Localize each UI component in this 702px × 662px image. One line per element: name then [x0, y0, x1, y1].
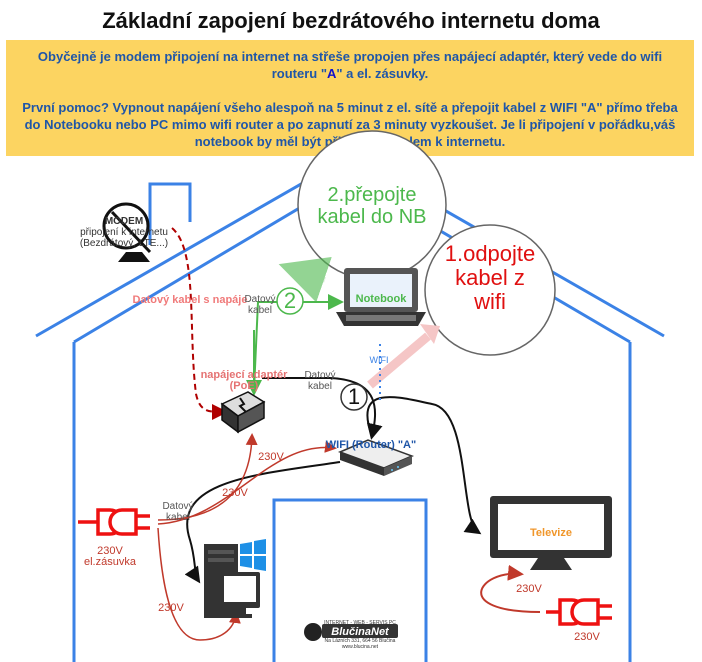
router-tv-cable	[366, 396, 482, 535]
data-cable-label-3: Datový kabel	[162, 501, 194, 523]
page-title: Základní zapojení bezdrátového internetu…	[102, 8, 600, 33]
label-230v-plug-right: 230V	[574, 631, 600, 643]
label-230v-router: 230V	[222, 487, 248, 499]
info-paragraph-1: Obyčejně je modem připojení na internet …	[37, 49, 663, 81]
power-adapter-icon	[220, 391, 266, 434]
power-adapter	[157, 433, 258, 521]
modem-label: MODEM připojení k internetu (Bezdrátový,…	[79, 216, 169, 249]
modem-cable-label: Datový kabel s napáje	[132, 294, 248, 306]
step-1-circle	[340, 383, 368, 411]
bubble-1-text: 1.odpojte kabel z wifi	[444, 241, 536, 315]
data-cable-label-2: Datový kabel	[304, 370, 336, 392]
bubble-2-text: 2.přepojte kabel do NB	[317, 184, 427, 228]
television-icon	[490, 496, 612, 570]
plug-icon-right	[546, 598, 612, 626]
step-2-circle	[276, 287, 304, 315]
bubble-1	[424, 224, 556, 356]
notebook-icon	[336, 268, 426, 326]
blucinanet-logo-icon	[304, 623, 398, 641]
modem-data-cable	[171, 227, 228, 420]
router-label: WIFI (Router) "A"	[325, 439, 417, 451]
label-230v-pc: 230V	[158, 602, 184, 614]
info-box: Obyčejně je modem připojení na internet …	[6, 40, 694, 156]
power-pc	[157, 527, 241, 641]
power-router	[157, 440, 337, 525]
green-cable	[253, 294, 344, 391]
label-230v-tv: 230V	[516, 583, 542, 595]
adapter-router-cable	[262, 377, 383, 440]
house-door	[272, 498, 428, 662]
notebook-label: Notebook	[355, 293, 407, 305]
faint-green-arrow	[278, 256, 332, 303]
data-cable-label-1: Datový kabel	[244, 294, 276, 316]
modem-dish-icon	[102, 202, 152, 262]
wifi-signal-label: WIFI	[369, 355, 389, 365]
television-label: Televize	[530, 527, 572, 539]
pc-icon	[204, 539, 266, 618]
house-chimney	[148, 182, 192, 245]
step-2-number: 2	[283, 288, 297, 313]
power-tv	[480, 564, 541, 613]
plug-icon-left	[78, 508, 150, 536]
router-icon	[337, 439, 415, 476]
router-pc-cable	[184, 461, 341, 584]
pink-arrow	[367, 332, 431, 389]
adapter-label: napájecí adaptér (PoE)	[200, 369, 288, 392]
label-230v-adapter: 230V	[258, 451, 284, 463]
step-1-number: 1	[347, 384, 361, 409]
blucinanet-logo: INTERNET - WEB - SERVIS PC BlučinaNet Na…	[324, 620, 396, 650]
label-230v-plug-left: 230V el.zásuvka	[84, 545, 136, 568]
